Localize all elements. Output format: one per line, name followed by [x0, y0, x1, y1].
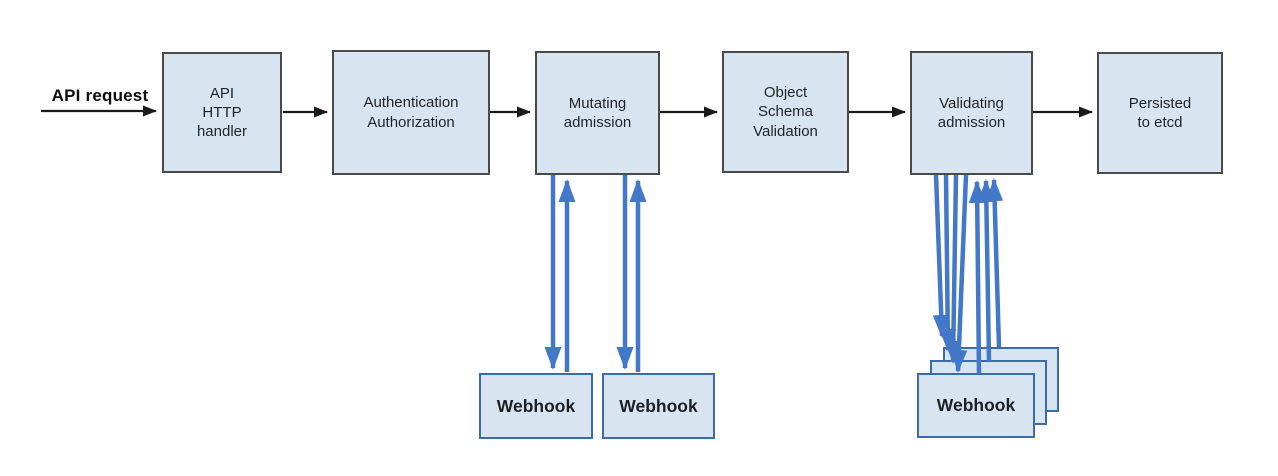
- node-label: Authentication Authorization: [363, 94, 459, 131]
- node-object-schema-validation: Object Schema Validation: [722, 51, 849, 173]
- edge-validating-down-2: [939, 174, 957, 352]
- node-label: Persisted to etcd: [1128, 94, 1192, 131]
- node-validating-admission: Validating admission: [910, 51, 1033, 175]
- edge-validating-up-2: [977, 179, 995, 362]
- edge-validating-down-4: [950, 174, 969, 373]
- node-label: Mutating admission: [563, 94, 632, 131]
- webhook-label: Webhook: [936, 395, 1016, 415]
- webhook-box-mutating-1: Webhook: [479, 373, 593, 439]
- node-persisted-to-etcd: Persisted to etcd: [1097, 52, 1223, 174]
- node-mutating-admission: Mutating admission: [535, 51, 660, 175]
- webhook-box-validating-front: Webhook: [917, 373, 1035, 438]
- edge-validating-down-1: [932, 174, 950, 338]
- node-api-http-handler: API HTTP handler: [162, 52, 282, 173]
- node-label: Validating admission: [937, 94, 1006, 131]
- webhook-label: Webhook: [496, 395, 576, 416]
- edge-validating-up-1: [968, 180, 986, 375]
- node-label: API HTTP handler: [196, 84, 248, 141]
- node-label: Object Schema Validation: [753, 84, 818, 140]
- webhook-box-mutating-2: Webhook: [602, 373, 715, 439]
- edge-validating-down-3: [944, 174, 962, 364]
- edge-validating-up-3: [986, 178, 1004, 348]
- node-authentication-authorization: Authentication Authorization: [332, 50, 490, 175]
- api-request-label: API request: [51, 86, 149, 105]
- webhook-label: Webhook: [619, 395, 698, 416]
